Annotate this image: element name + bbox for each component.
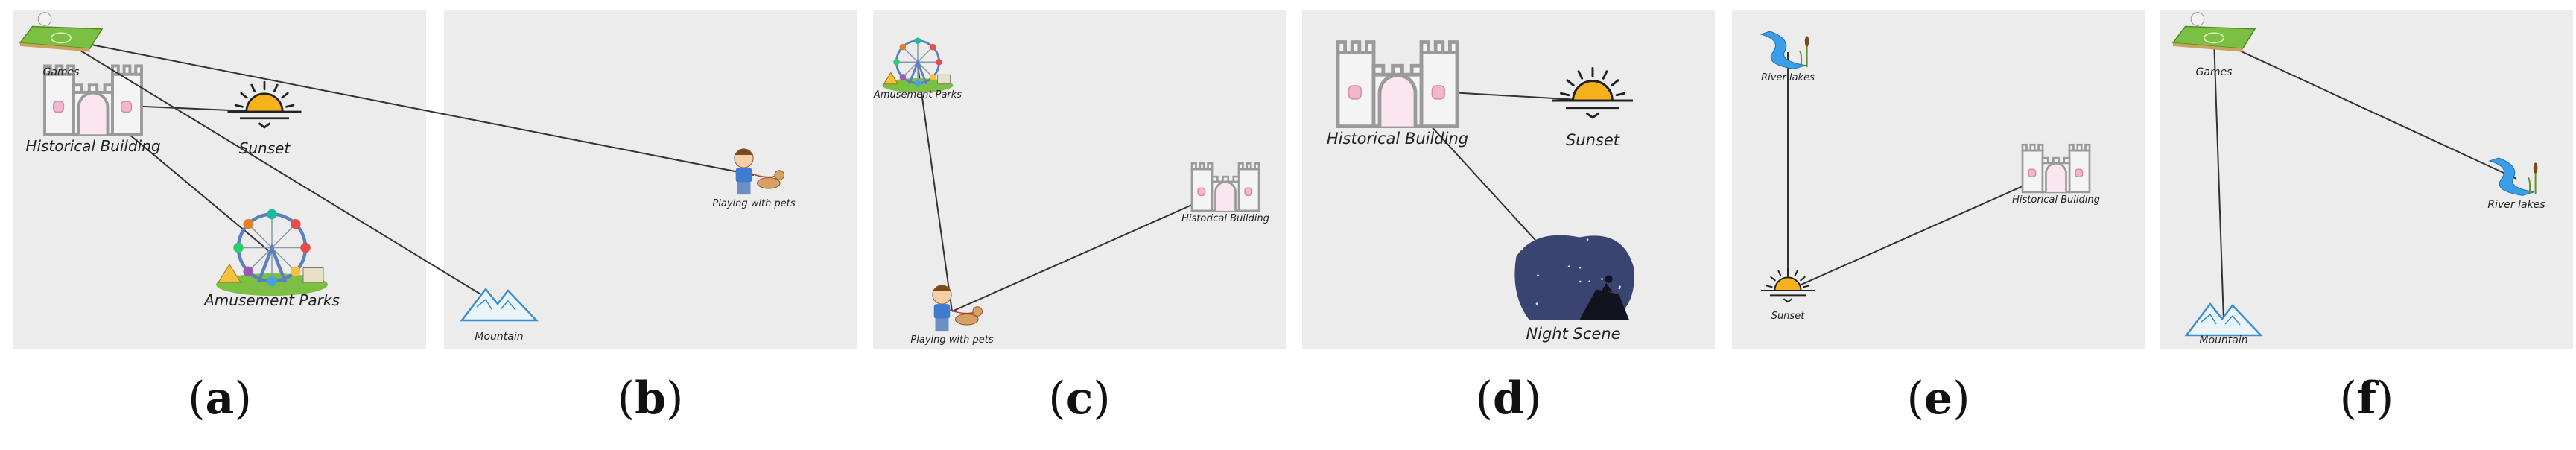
- panel-a-graph: [43, 64, 328, 296]
- node-label-park: Amusement Parks: [204, 291, 340, 309]
- castle-icon: [43, 64, 143, 136]
- caption-c: (c): [1048, 373, 1111, 425]
- edge-games-pets: [60, 38, 755, 176]
- node-label-pets: Playing with pets: [712, 197, 796, 209]
- node-label-sunset: Sunset: [1771, 311, 1805, 323]
- node-label-sunset: Sunset: [1565, 130, 1620, 149]
- castle-icon: [1336, 40, 1459, 129]
- node-label-games: Games: [42, 66, 80, 79]
- caption-letter: e: [1923, 373, 1953, 425]
- edge-games-mountain: [60, 38, 500, 306]
- sunset-icon: [1552, 66, 1633, 119]
- node-label-castle: Historical Building: [1326, 130, 1469, 148]
- caption-a: (a): [188, 373, 252, 425]
- caption-b: (b): [617, 373, 684, 425]
- mountain-icon: [460, 287, 539, 322]
- night-scene-icon: [1499, 188, 1634, 320]
- panel-f-graph: [2171, 12, 2538, 337]
- boy-with-dog-icon: [932, 285, 983, 332]
- caption-letter: a: [205, 373, 235, 425]
- castle-icon: [2021, 143, 2091, 194]
- node-label-castle: Historical Building: [1181, 212, 1269, 224]
- node-label-sunset: Sunset: [238, 139, 291, 158]
- river-icon: [2488, 157, 2538, 196]
- caption-letter: b: [635, 373, 666, 425]
- mountain-icon: [2184, 302, 2263, 337]
- caption-letter: c: [1065, 373, 1094, 425]
- panel-b-graph: [19, 12, 785, 322]
- caption-d: (d): [1475, 373, 1542, 425]
- node-label-lakes: River lakes: [2487, 199, 2545, 212]
- node-label-park: Amusement Parks: [873, 89, 962, 101]
- caption-f: (f): [2339, 373, 2394, 425]
- panel-d-graph: [1336, 40, 1634, 320]
- ferris-wheel-icon: [216, 209, 328, 296]
- river-icon: [1760, 31, 1809, 69]
- panel-c-graph: [882, 37, 1260, 332]
- node-label-games: Games: [2195, 66, 2233, 79]
- node-label-night: Night Scene: [1526, 324, 1621, 343]
- playing-field-icon: [19, 12, 104, 52]
- panel-e-graph: [1760, 31, 2091, 303]
- edge-games-lakes: [2213, 38, 2517, 180]
- node-label-mountain: Mountain: [2199, 335, 2248, 346]
- edge-sunset-castle: [1787, 171, 2057, 291]
- caption-e: (e): [1906, 373, 1970, 425]
- ferris-wheel-icon: [882, 37, 954, 93]
- playing-field-icon: [2171, 12, 2256, 52]
- caption-letter: f: [2357, 373, 2376, 425]
- edge-games-mountain: [2213, 38, 2224, 321]
- sunset-icon: [1761, 267, 1815, 303]
- caption-letter: d: [1493, 373, 1524, 425]
- node-label-castle: Historical Building: [25, 137, 161, 156]
- edge-park-pets: [917, 65, 953, 312]
- node-label-pets: Playing with pets: [910, 334, 994, 346]
- node-label-castle: Historical Building: [2012, 194, 2100, 206]
- node-label-lakes: River lakes: [1761, 72, 1815, 84]
- edge-pets-castle: [951, 189, 1226, 312]
- boy-with-dog-icon: [734, 148, 785, 195]
- sunset-icon: [227, 80, 302, 129]
- castle-icon: [1190, 162, 1260, 212]
- node-label-mountain: Mountain: [475, 331, 524, 343]
